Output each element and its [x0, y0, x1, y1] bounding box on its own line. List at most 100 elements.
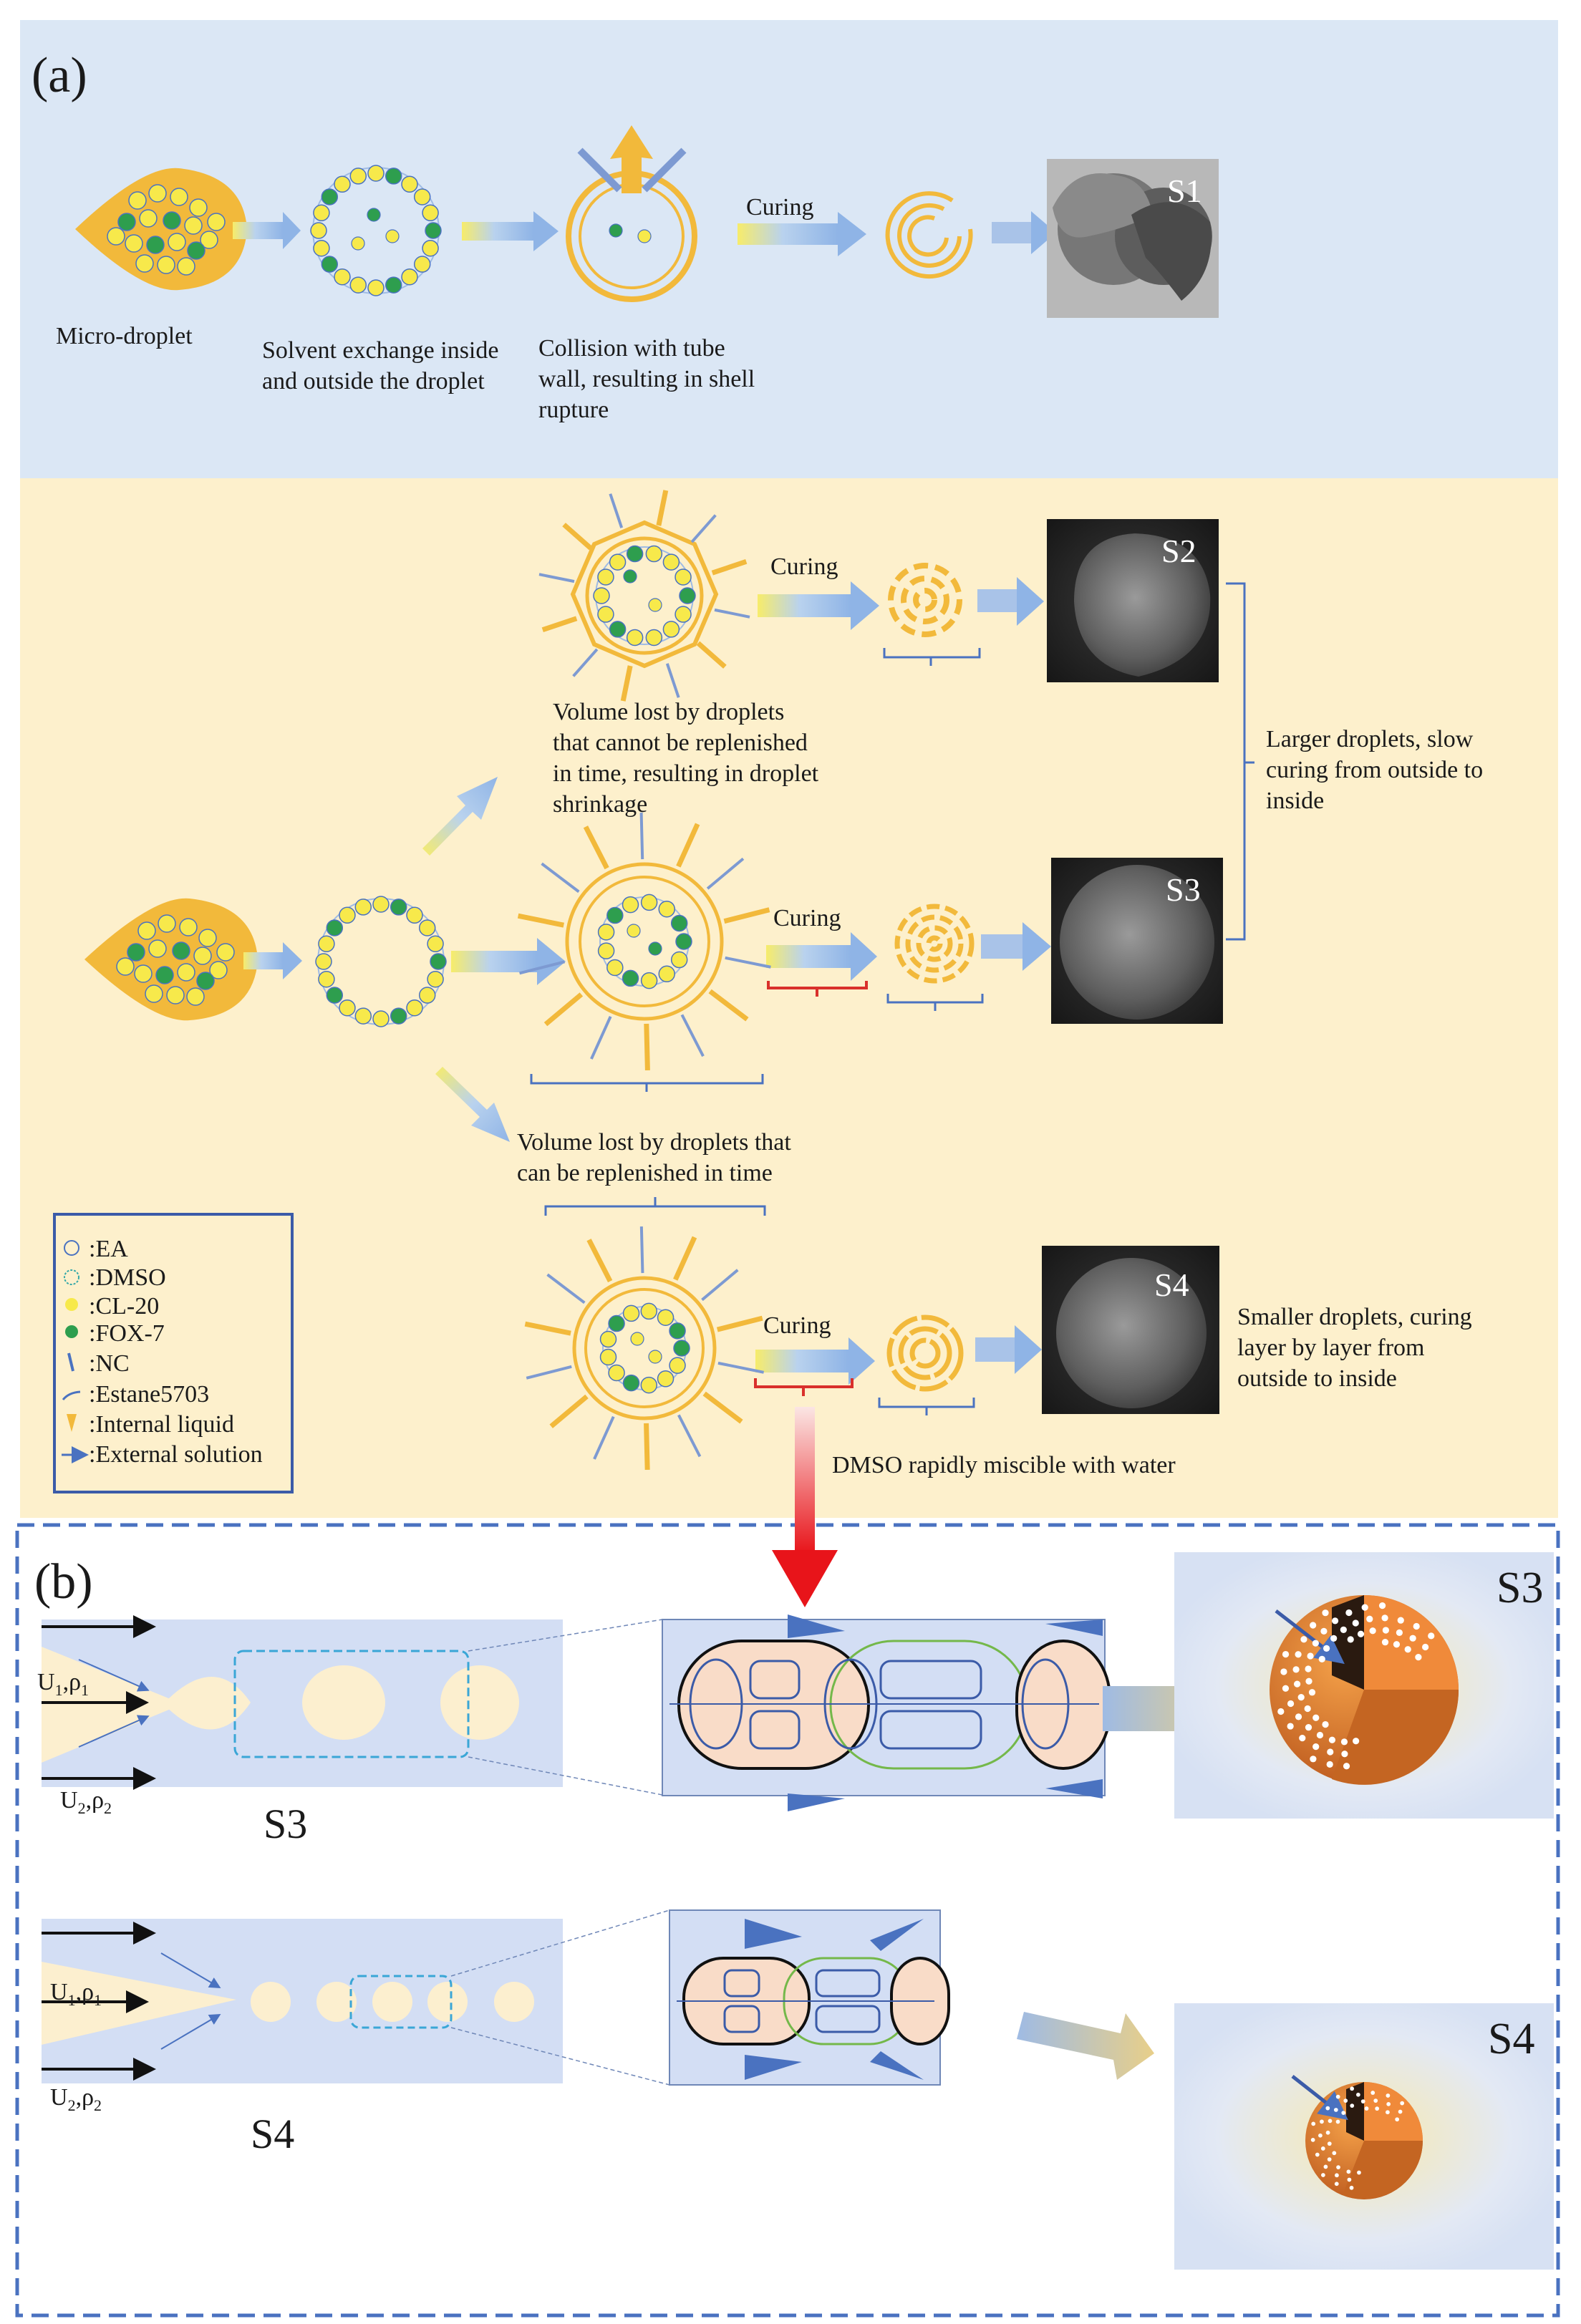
cl20-particle — [422, 239, 439, 257]
fox7-particle — [675, 933, 692, 950]
curing-arrow-head — [851, 581, 879, 630]
channel-name-s4: S4 — [251, 2111, 294, 2157]
pore — [1280, 1668, 1287, 1675]
legend: :EA :DMSO :CL-20 :FOX-7 :NC :Estane5703 … — [53, 1213, 294, 1493]
caption-dmso: DMSO rapidly miscible with water — [832, 1452, 1176, 1478]
external-solution-arrow — [541, 862, 580, 894]
cl20-particle — [626, 629, 644, 647]
pore — [1325, 2106, 1330, 2111]
cl20-particle — [367, 165, 385, 182]
cl20-particle — [334, 268, 351, 286]
result-label-s3: S3 — [1497, 1564, 1543, 1612]
caption-collision-1: Collision with tube — [538, 335, 725, 362]
pore — [1331, 1617, 1339, 1625]
legend-label-fox7: :FOX-7 — [89, 1320, 165, 1347]
panel-a-label: (a) — [32, 48, 87, 103]
pore — [1318, 1655, 1325, 1662]
fox7-particle — [385, 276, 402, 294]
pore — [1356, 2092, 1360, 2097]
cl20-particle — [354, 899, 372, 916]
cl20-particle — [339, 906, 356, 924]
sem-image-s1 — [1047, 159, 1219, 318]
pore — [1422, 1643, 1429, 1651]
caption-larger-3: inside — [1266, 788, 1324, 814]
pore — [1378, 1602, 1386, 1609]
fox7-particle — [622, 1374, 640, 1392]
cl20-particle — [406, 906, 423, 924]
pore — [1330, 1635, 1338, 1642]
cl20-particle — [622, 1304, 640, 1322]
pore — [1328, 2119, 1333, 2124]
particle-layer — [107, 165, 1435, 2190]
cl20-particle — [597, 942, 615, 959]
cl20-particle — [658, 900, 675, 918]
fox7-particle — [425, 222, 442, 239]
diagonal-arrow-down — [435, 1067, 510, 1142]
curing-label-row1: Curing — [746, 194, 813, 221]
fox7-particle — [367, 208, 381, 222]
pore — [1305, 1665, 1312, 1672]
flow-arrow-head — [533, 211, 559, 251]
internal-liquid-arrow — [549, 1394, 589, 1428]
pore — [1323, 1645, 1330, 1652]
pore — [1322, 1720, 1329, 1728]
flow-arrow — [462, 222, 533, 241]
sem-image-s2 — [1047, 519, 1219, 682]
pore — [1282, 1685, 1290, 1692]
internal-liquid-arrow — [562, 523, 593, 551]
internal-liquid-arrow — [723, 907, 770, 924]
pore — [1357, 1630, 1365, 1637]
pore — [1327, 2141, 1332, 2146]
pore — [1305, 1724, 1312, 1731]
cl20-particle — [313, 239, 330, 257]
pore — [1381, 1614, 1388, 1622]
external-solution-arrow — [714, 608, 750, 619]
curing-label-bottom: Curing — [763, 1312, 831, 1339]
flow-arrow — [975, 1337, 1015, 1362]
fox7-particle — [326, 987, 344, 1004]
bracket-mid-rings — [886, 994, 984, 1011]
pore — [1341, 1751, 1348, 1758]
pore — [1428, 1632, 1435, 1640]
pore — [1396, 1629, 1403, 1636]
pore — [1300, 1636, 1307, 1643]
pore — [1409, 1635, 1416, 1642]
bracket-bottom-rings — [878, 1398, 975, 1415]
pore — [1386, 2093, 1391, 2098]
pore — [1400, 2101, 1405, 2106]
flow-arrow — [977, 589, 1017, 612]
circle-dashed-teal-icon — [64, 1269, 79, 1285]
pore — [1340, 1738, 1348, 1746]
broken-rings-row1 — [885, 191, 973, 279]
pore — [1357, 2170, 1361, 2175]
legend-label-ea: :EA — [89, 1236, 128, 1262]
caption-top-4: shrinkage — [553, 791, 647, 818]
panel-a-top-band — [20, 20, 1558, 478]
caption-smaller-2: layer by layer from — [1237, 1335, 1425, 1361]
cl20-particle — [597, 568, 614, 586]
bracket-top — [883, 648, 981, 666]
pore — [1310, 2138, 1315, 2142]
sem-label-s1: S1 — [1167, 173, 1202, 209]
cl20-particle — [372, 1010, 390, 1027]
bracket-under-caption — [544, 1197, 766, 1216]
fox7-particle — [146, 236, 165, 254]
cl20-particle — [418, 919, 436, 936]
internal-liquid-arrow — [673, 1236, 697, 1281]
pore — [1299, 1734, 1306, 1742]
caption-top-3: in time, resulting in droplet — [553, 760, 819, 787]
cl20-particle — [198, 929, 217, 947]
pore — [1321, 2173, 1325, 2177]
pore — [1335, 2173, 1339, 2178]
cl20-particle — [334, 175, 351, 193]
internal-liquid-arrow — [517, 913, 564, 928]
cl20-particle — [157, 256, 175, 274]
cl20-particle — [662, 553, 680, 571]
cl20-particle — [349, 276, 367, 294]
pore — [1364, 2106, 1369, 2111]
pore — [1350, 2103, 1355, 2108]
cl20-particle — [134, 964, 153, 983]
cl20-particle — [427, 970, 444, 988]
estane-curve-icon — [62, 1390, 81, 1400]
cl20-particle — [313, 204, 330, 222]
